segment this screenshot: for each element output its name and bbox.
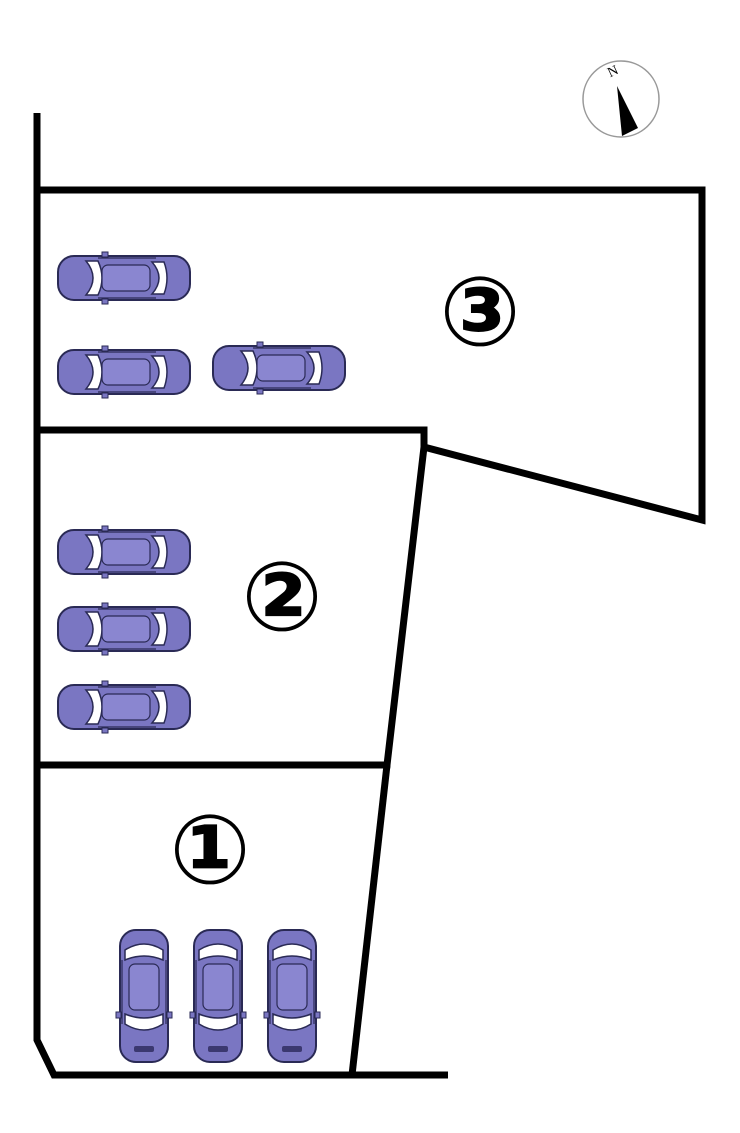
lot-1-east-boundary <box>348 764 391 1076</box>
car-icon <box>57 251 191 305</box>
lot-3-parking <box>57 251 346 399</box>
car-icon <box>212 341 346 395</box>
lot-1-label: ① <box>169 797 250 904</box>
car-icon <box>57 602 191 656</box>
lot-3-label: ③ <box>439 259 520 366</box>
west-boundary-line <box>33 113 448 1079</box>
car-icon <box>57 345 191 399</box>
lot-2-label: ② <box>241 544 322 651</box>
car-icon <box>115 929 173 1063</box>
car-icon <box>57 525 191 579</box>
lot-boundaries <box>33 113 706 1079</box>
lot-3-boundary <box>37 186 706 525</box>
car-icon <box>263 929 321 1063</box>
lot-2-parking <box>57 525 191 734</box>
compass: N <box>582 60 660 138</box>
lot-1-parking <box>115 929 321 1063</box>
north-arrow-icon <box>617 86 638 136</box>
car-icon <box>57 680 191 734</box>
car-icon <box>189 929 247 1063</box>
